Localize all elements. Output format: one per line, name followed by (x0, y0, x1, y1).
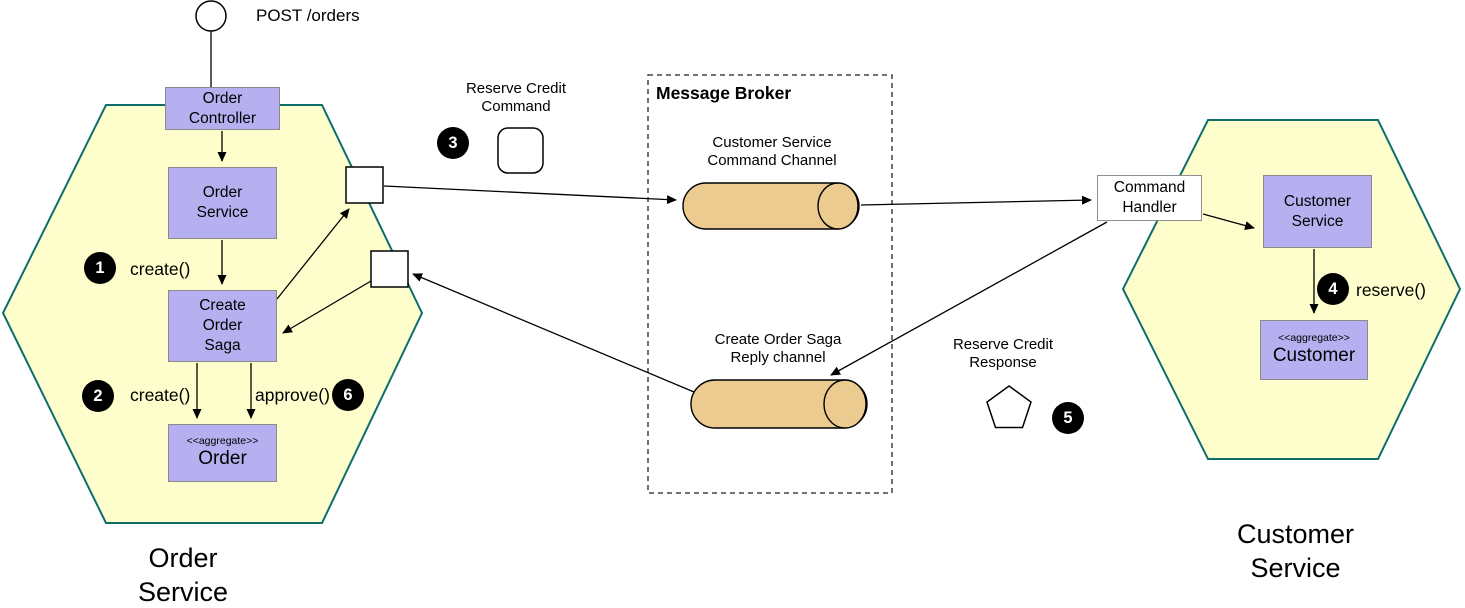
rounded-rect-message-icon (497, 127, 544, 174)
reply-channel-cylinder-icon (690, 379, 868, 429)
order-service-hexagon-title: Order Service (137, 543, 229, 608)
pentagon-message-icon (986, 385, 1032, 429)
customer-service-box: Customer Service (1263, 175, 1372, 248)
outbound-port-icon (345, 166, 384, 204)
order-controller-box: Order Controller (165, 87, 280, 130)
step-6-label: approve() (255, 385, 330, 405)
create-order-saga-box: Create Order Saga (168, 290, 277, 362)
order-aggregate-name: Order (198, 447, 247, 469)
customer-aggregate-stereotype: <<aggregate>> (1278, 332, 1350, 345)
message-broker-boundary (647, 74, 893, 494)
step-3-badge: 3 (437, 127, 469, 159)
step-4-label: reserve() (1356, 280, 1427, 300)
order-aggregate-box: <<aggregate>> Order (168, 424, 277, 482)
customer-service-hexagon-title: Customer Service (1236, 519, 1355, 584)
step-6-badge: 6 (332, 379, 364, 411)
customer-service-hexagon (1121, 119, 1462, 460)
order-aggregate-stereotype: <<aggregate>> (186, 435, 259, 448)
command-handler-box: Command Handler (1097, 175, 1202, 221)
arrow-handler-to-reply-channel (830, 221, 1108, 376)
command-channel-cylinder-icon (682, 182, 860, 230)
reply-channel-label: Create Order Saga Reply channel (714, 331, 842, 367)
step-2-badge: 2 (82, 380, 114, 412)
start-node-icon (195, 0, 227, 32)
arrow-reply-channel-to-port (412, 273, 695, 393)
command-channel-label: Customer Service Command Channel (707, 134, 837, 170)
post-orders-label: POST /orders (256, 6, 360, 25)
step-2-label: create() (130, 385, 191, 405)
customer-aggregate-box: <<aggregate>> Customer (1260, 320, 1368, 380)
inbound-port-icon (370, 250, 409, 288)
arrow-command-channel-to-handler (860, 195, 1092, 206)
step-1-label: create() (130, 259, 191, 279)
step-1-badge: 1 (84, 252, 116, 284)
step-4-badge: 4 (1317, 273, 1349, 305)
arrow-handler-to-customer-service (1202, 213, 1255, 230)
order-service-box: Order Service (168, 167, 277, 239)
step-5-badge: 5 (1052, 402, 1084, 434)
reserve-credit-command-label: Reserve Credit Command (465, 80, 567, 116)
message-broker-title: Message Broker (656, 83, 792, 103)
arrow-port-to-command-channel (383, 185, 677, 205)
reserve-credit-response-label: Reserve Credit Response (952, 336, 1054, 372)
customer-aggregate-name: Customer (1272, 344, 1356, 366)
arrow-saga-to-out-port (276, 208, 350, 300)
arrow-in-port-to-saga (282, 280, 372, 334)
